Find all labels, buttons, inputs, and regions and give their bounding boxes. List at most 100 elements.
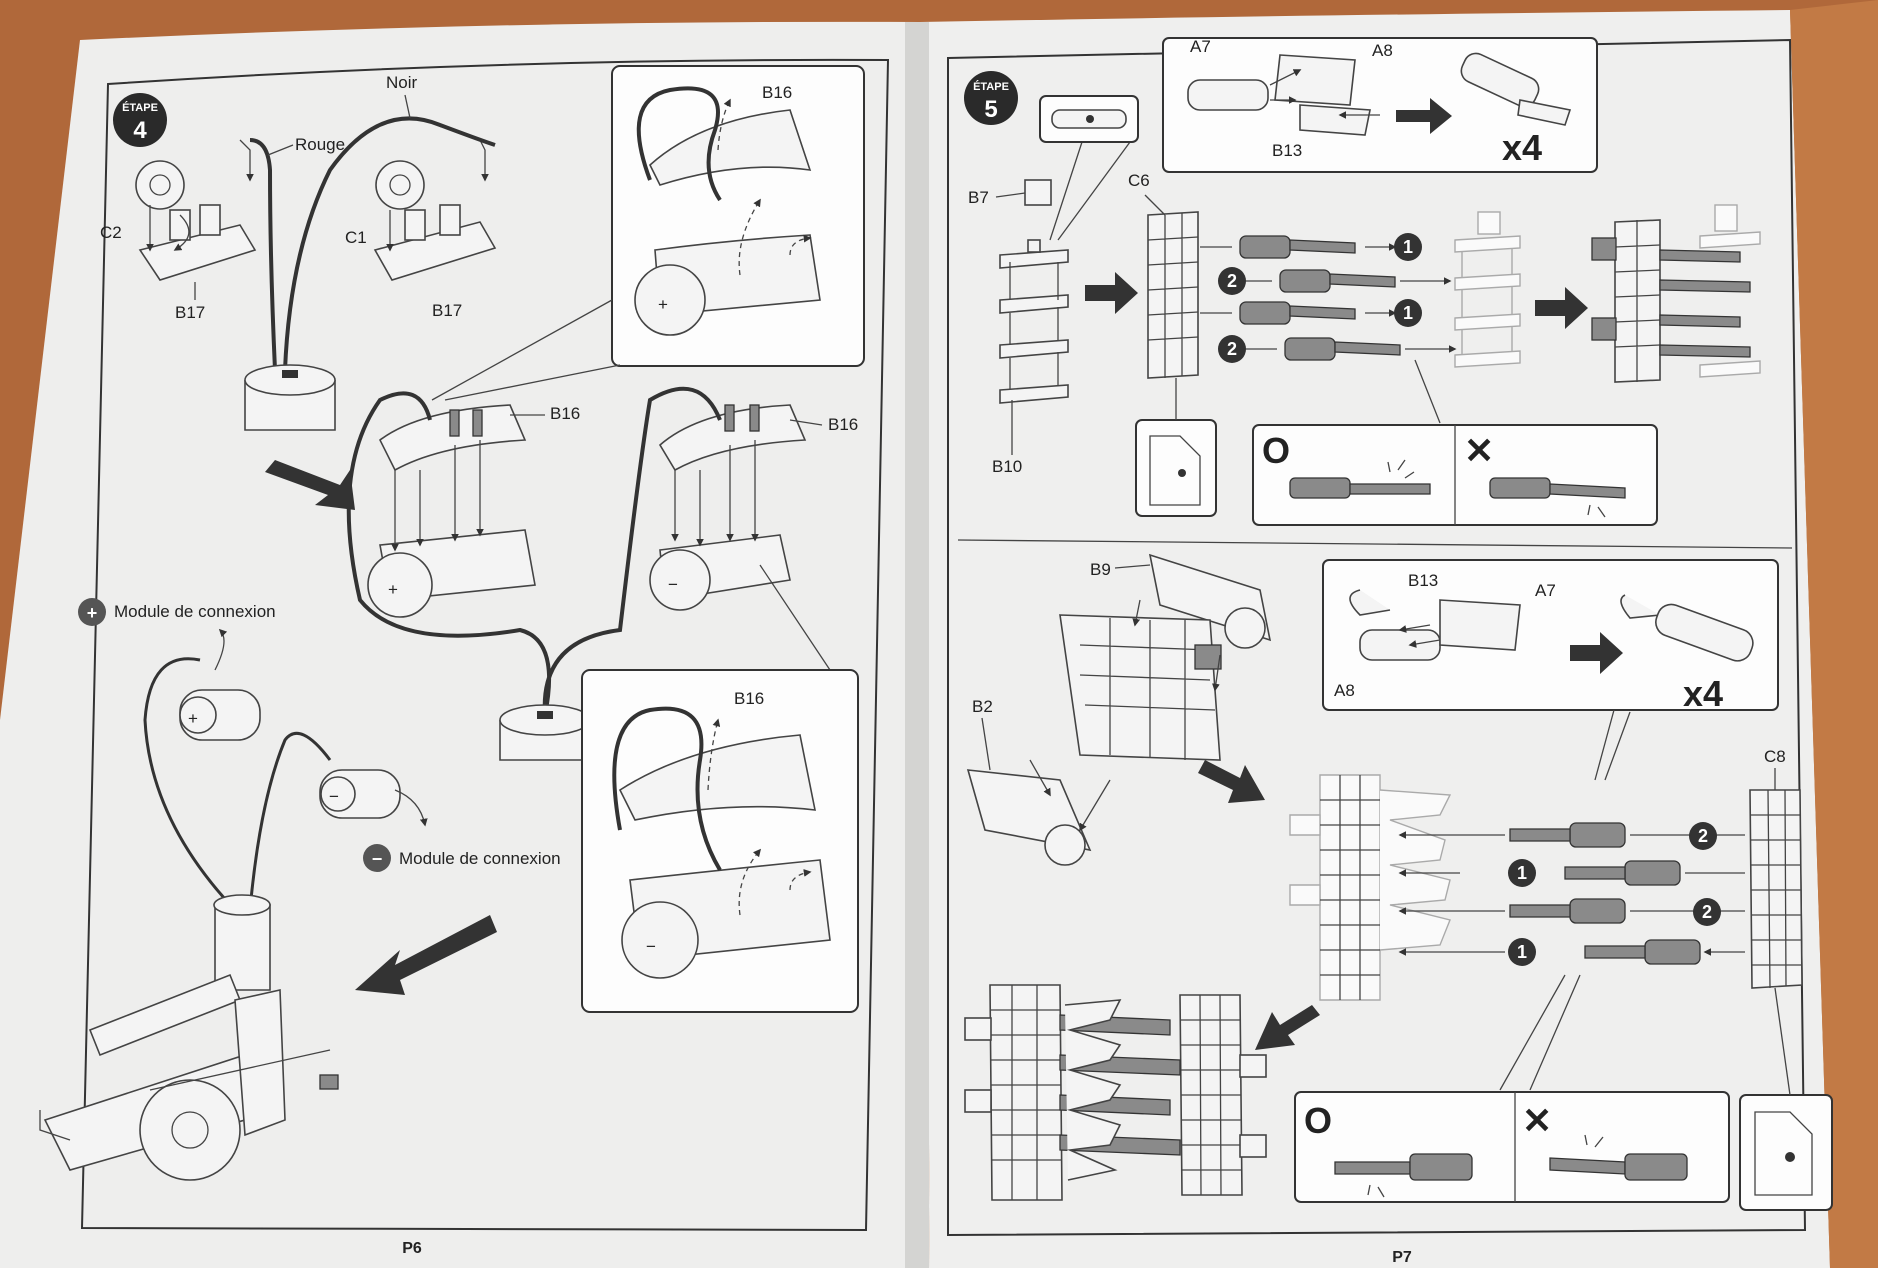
label-c1: C1: [345, 228, 367, 247]
final-assembly: [964, 984, 1267, 1201]
label-b16-center: B16: [550, 404, 580, 423]
center-battery-assembly: +: [367, 404, 536, 618]
badge-top-1: 1: [1394, 233, 1422, 261]
crankshaft-b10: [999, 179, 1069, 404]
b7-detail-pin: [1086, 115, 1094, 123]
callout-line-compare-bottom: [1499, 974, 1581, 1091]
callout-line-b7-2: [1057, 141, 1131, 241]
top-rods: [1200, 235, 1457, 361]
black-wire: [283, 116, 496, 371]
callout-line-inset-top-2: [444, 364, 621, 401]
etape-number: 4: [133, 117, 147, 144]
svg-text:2: 2: [1227, 339, 1237, 359]
label-b17-right: B17: [432, 301, 462, 320]
multiplier-bottom: x4: [1683, 673, 1723, 714]
loop-wire: [346, 386, 722, 716]
svg-text:1: 1: [1403, 237, 1413, 257]
label-b13-bottom: B13: [1408, 571, 1438, 590]
arrow-down-left: [355, 915, 497, 995]
label-a8-bottom: A8: [1334, 681, 1355, 700]
linkage-b9-b2: [966, 553, 1272, 866]
minus-module-marker: −: [363, 844, 391, 872]
label-a8-top: A8: [1372, 41, 1393, 60]
badge-bottom-4: 1: [1508, 938, 1536, 966]
c8-block: [1749, 789, 1803, 989]
label-b16-inset-top: B16: [762, 83, 792, 102]
badge-top-4: 2: [1218, 335, 1246, 363]
correct-symbol-bottom: O: [1304, 1100, 1332, 1141]
badge-top-3: 1: [1394, 299, 1422, 327]
battery-holder-c1: [373, 139, 497, 281]
badge-bottom-2: 1: [1508, 859, 1536, 887]
label-a7-bottom: A7: [1535, 581, 1556, 600]
motor-housing-middle: [499, 704, 591, 761]
label-b7: B7: [968, 188, 989, 207]
c8-detail-box: [1739, 1094, 1833, 1211]
right-page-edge: [1790, 0, 1878, 1268]
badge-bottom-1: 2: [1689, 822, 1717, 850]
arrow-down-right-2: [1198, 760, 1265, 803]
faded-crankshaft: [1454, 211, 1521, 368]
plus-module-label: Module de connexion: [114, 602, 276, 621]
label-b9: B9: [1090, 560, 1111, 579]
minus-symbol: −: [372, 849, 383, 869]
book-spine-shadow: [905, 22, 929, 1268]
compare-drawings-top: [1289, 459, 1626, 518]
inset-bottom: [581, 669, 859, 1013]
motor-housing-top: [244, 364, 336, 431]
battery-holder-c2: [135, 139, 257, 281]
svg-text:+: +: [388, 580, 398, 599]
label-noir: Noir: [386, 73, 418, 92]
connection-modules: + −: [143, 628, 428, 912]
svg-text:2: 2: [1698, 826, 1708, 846]
assembled-mechanism: [39, 894, 339, 1181]
multiplier-top: x4: [1502, 127, 1542, 168]
callout-line-compare-top: [1414, 359, 1441, 424]
etape-number-5: 5: [984, 96, 997, 123]
svg-text:2: 2: [1227, 271, 1237, 291]
inset-top-drawing: +: [634, 86, 821, 336]
svg-text:+: +: [658, 295, 668, 314]
bottom-subassembly-box: [1322, 559, 1779, 711]
faded-assembly-bottom: [1289, 774, 1452, 1001]
right-battery-assembly: −: [649, 404, 807, 611]
page-number-right: P7: [1392, 1249, 1412, 1266]
arrow-right-2: [1535, 287, 1588, 329]
svg-text:1: 1: [1517, 942, 1527, 962]
label-c8: C8: [1764, 747, 1786, 766]
label-b16-inset-bottom: B16: [734, 689, 764, 708]
svg-text:1: 1: [1517, 863, 1527, 883]
label-rouge: Rouge: [295, 135, 345, 154]
c6-detail-box: [1135, 419, 1217, 517]
label-c6: C6: [1128, 171, 1150, 190]
badge-bottom-3: 2: [1693, 898, 1721, 926]
label-b10: B10: [992, 457, 1022, 476]
plus-module-marker: +: [78, 598, 106, 626]
svg-text:−: −: [646, 937, 656, 956]
callout-line-inset-bottom: [759, 564, 831, 671]
svg-text:−: −: [668, 575, 678, 594]
compare-box-bottom: [1294, 1091, 1730, 1203]
label-c2: C2: [100, 223, 122, 242]
minus-module-label: Module de connexion: [399, 849, 561, 868]
top-result-assembly: [1591, 204, 1761, 383]
plus-symbol: +: [87, 603, 98, 623]
callout-line-bottom-sub: [1594, 709, 1631, 781]
arrow-down-left-2: [1255, 1005, 1320, 1050]
svg-text:−: −: [329, 787, 339, 806]
callout-line-inset-top: [431, 299, 613, 401]
step-divider: [957, 539, 1793, 549]
badge-top-2: 2: [1218, 267, 1246, 295]
label-a7-top: A7: [1190, 37, 1211, 56]
etape-5-badge: ÉTAPE 5: [964, 71, 1018, 125]
c8-detail-hole: [1785, 1152, 1795, 1162]
c6-detail-hole: [1178, 469, 1186, 477]
correct-symbol-top: O: [1262, 430, 1290, 471]
etape-label: ÉTAPE: [122, 101, 158, 114]
arrow-right-1: [1085, 272, 1138, 314]
top-subassembly-drawing: [1187, 52, 1572, 136]
c8-detail-outline: [1754, 1111, 1813, 1196]
left-page-frame: [80, 58, 890, 1232]
wrong-symbol-top: ✕: [1464, 430, 1494, 471]
c8-detail-callout: [1774, 987, 1791, 1096]
